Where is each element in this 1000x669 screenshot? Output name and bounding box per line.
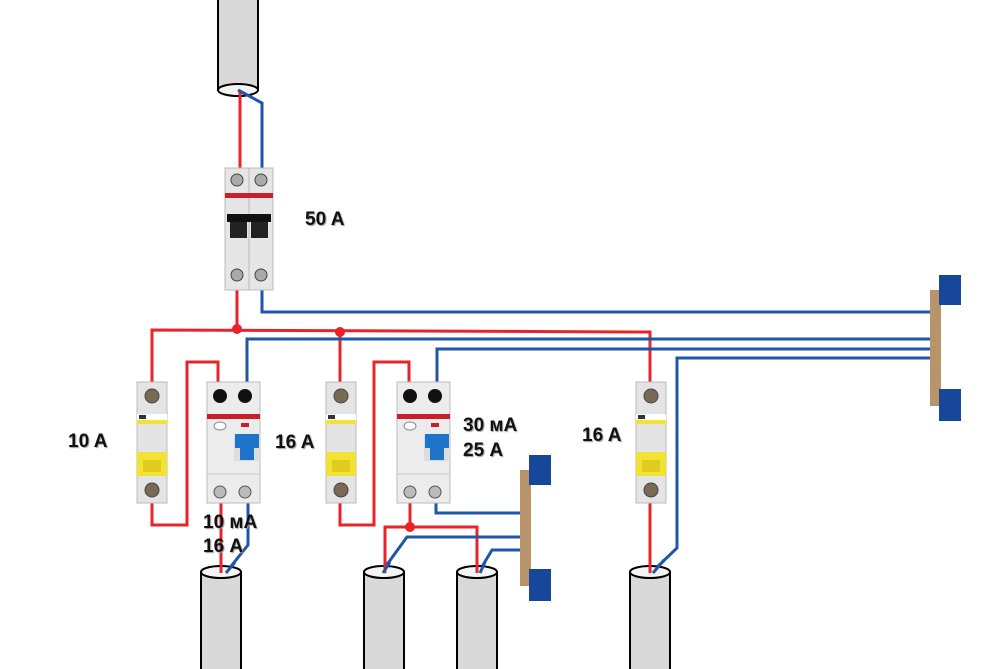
supply-cable	[217, 0, 259, 97]
rcd-1-rating-line1: 10 мА	[203, 512, 258, 533]
breaker-1	[136, 381, 168, 504]
main-breaker-rating: 50 A	[305, 209, 345, 230]
rcd-2	[396, 381, 451, 504]
breaker-2	[325, 381, 357, 504]
junction-dots	[232, 324, 415, 532]
neutral-busbar-main	[930, 275, 961, 421]
cable-wire-ends	[219, 559, 666, 574]
load-cable-4	[629, 565, 671, 669]
load-cable-2	[363, 565, 405, 669]
rcd-2-rating-line1: 30 мА	[463, 415, 518, 436]
rcd-2-rating-line2: 25 А	[463, 440, 504, 461]
load-cable-1	[200, 565, 242, 669]
rcd-1-rating-line2: 16 А	[203, 536, 244, 557]
breaker-2-rating: 16 A	[275, 432, 315, 453]
breaker-3	[635, 381, 667, 504]
rcd-1	[206, 381, 261, 504]
breaker-3-rating: 16 A	[582, 425, 622, 446]
breaker-1-rating: 10 A	[68, 431, 108, 452]
load-cable-3	[456, 565, 498, 669]
neutral-busbar-rcd2	[520, 455, 551, 601]
main-breaker	[224, 167, 274, 291]
